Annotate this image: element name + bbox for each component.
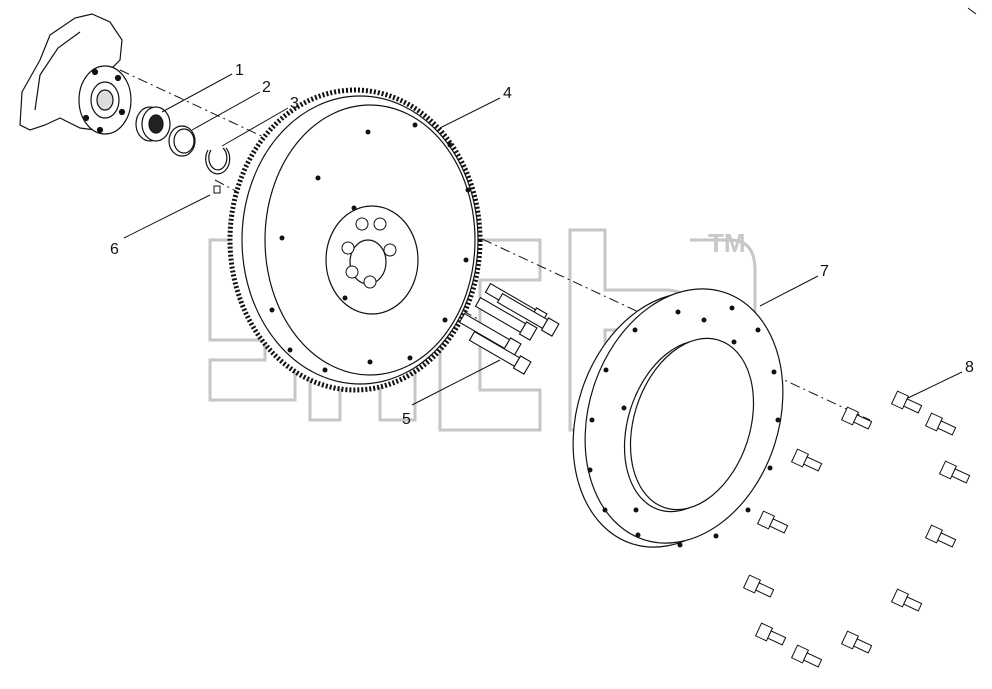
leader-7 xyxy=(759,275,819,307)
corner-mark xyxy=(967,7,977,15)
callout-4: 4 xyxy=(503,85,512,102)
leader-8 xyxy=(907,371,963,399)
callout-7: 7 xyxy=(820,263,829,280)
part-spacer-ring xyxy=(168,125,196,157)
trademark-mark: TM xyxy=(708,228,746,258)
callout-labels: 1 2 3 4 5 6 7 8 xyxy=(110,62,974,428)
callout-6: 6 xyxy=(110,241,119,258)
leader-4 xyxy=(439,97,501,129)
part-pilot-bearing xyxy=(135,106,171,142)
part-adapter-plate xyxy=(572,288,784,548)
leader-2 xyxy=(191,91,261,131)
part-plate-bolts xyxy=(742,390,971,668)
part-snap-ring xyxy=(205,147,231,175)
part-dowel-pin xyxy=(213,185,221,194)
leader-5 xyxy=(411,359,501,406)
part-flywheel-bolts xyxy=(458,282,560,375)
part-flywheel xyxy=(227,87,483,393)
callout-leaders xyxy=(123,73,963,406)
crankshaft-housing xyxy=(19,13,132,135)
leader-1 xyxy=(161,73,233,113)
callout-1: 1 xyxy=(235,62,244,79)
leader-6 xyxy=(123,194,211,239)
callout-8: 8 xyxy=(965,359,974,376)
leader-3 xyxy=(221,107,289,147)
callout-3: 3 xyxy=(290,95,299,112)
callout-5: 5 xyxy=(402,411,411,428)
callout-2: 2 xyxy=(262,79,271,96)
